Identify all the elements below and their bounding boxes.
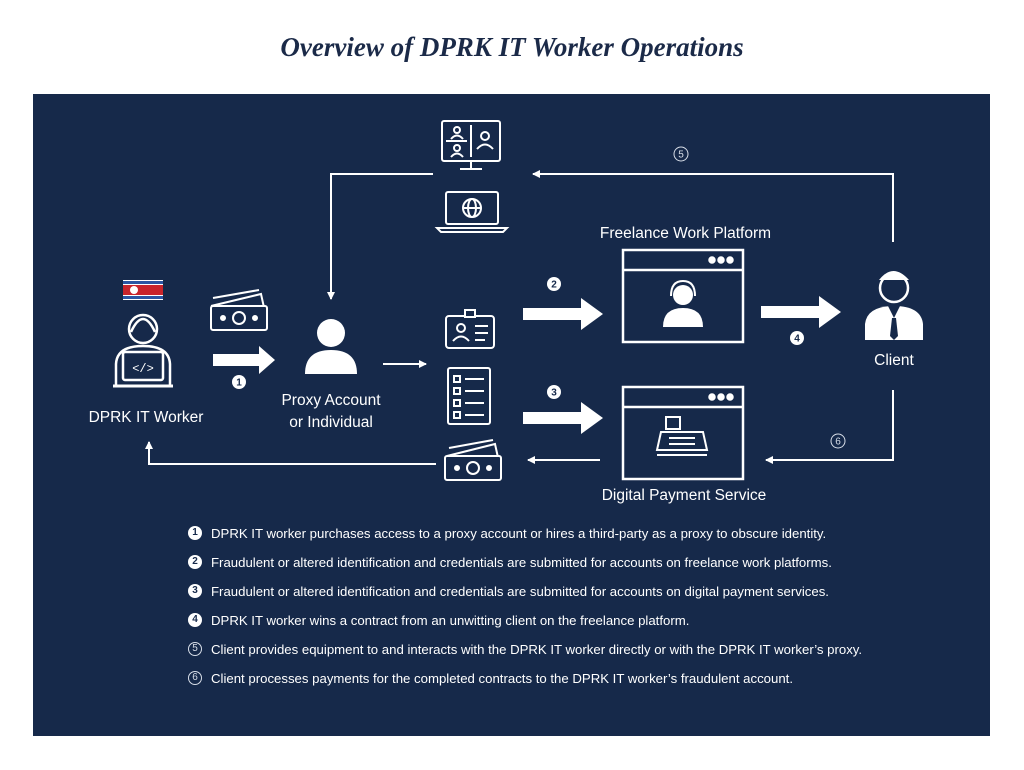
legend-text: Fraudulent or altered identification and… (211, 555, 832, 570)
legend-item: 3 Fraudulent or altered identification an… (188, 582, 968, 611)
worker-label: DPRK IT Worker (88, 409, 204, 426)
globe-laptop-icon (434, 191, 510, 233)
block-arrows (213, 296, 841, 434)
proxy-label: Proxy Account or Individual (281, 392, 381, 431)
step-1-arrow (213, 346, 275, 374)
legend-item: 2 Fraudulent or altered identification an… (188, 553, 968, 582)
diagram-panel: </> (33, 94, 990, 736)
step-badge-3: 3 (551, 388, 557, 399)
platform-label: Freelance Work Platform (599, 225, 772, 242)
cash-icon (210, 289, 268, 331)
browser-window-icon (621, 385, 745, 481)
step-badge-4: 4 (794, 334, 800, 345)
client-to-equipment-arrow (532, 170, 894, 242)
person-icon (305, 319, 357, 374)
legend-badge: 2 (188, 555, 202, 569)
client-to-payment-arrow (765, 390, 894, 464)
client-label: Client (874, 352, 914, 369)
legend-text: Client processes payments for the comple… (211, 671, 793, 686)
step-badge-2: 2 (551, 280, 557, 291)
video-call-monitor-icon (441, 120, 501, 170)
legend-text: Fraudulent or altered identification and… (211, 584, 829, 599)
browser-window-icon (621, 248, 745, 344)
businessman-icon (865, 271, 923, 340)
step-badge-6: 6 (835, 437, 841, 448)
cash-register-icon (655, 416, 709, 456)
flow-lines (145, 170, 894, 465)
step-4-arrow (761, 296, 841, 328)
cash-icon (444, 439, 502, 481)
north-korea-flag-icon (123, 280, 163, 300)
step-legend: 1 DPRK IT worker purchases access to a pr… (188, 524, 968, 698)
page-title: Overview of DPRK IT Worker Operations (280, 32, 744, 62)
id-card-icon (445, 309, 495, 349)
legend-badge: 5 (188, 642, 202, 656)
step-3-arrow (523, 402, 603, 434)
legend-text: Client provides equipment to and interac… (211, 642, 863, 657)
legend-item: 6 Client processes payments for the compl… (188, 669, 968, 698)
cash-to-worker-arrow (145, 441, 436, 465)
legend-badge: 6 (188, 671, 202, 685)
svg-text:</>: </> (132, 362, 154, 376)
support-agent-icon (663, 279, 703, 327)
hacker-laptop-icon: </> (113, 313, 173, 388)
diagram-step-badges: 1 2 3 4 5 6 (232, 146, 846, 449)
step-2-arrow (523, 298, 603, 330)
step-badge-5: 5 (678, 150, 684, 161)
legend-item: 5 Client provides equipment to and intera… (188, 640, 968, 669)
legend-text: DPRK IT worker wins a contract from an u… (211, 613, 690, 628)
payment-label: Digital Payment Service (601, 487, 767, 504)
legend-item: 4 DPRK IT worker wins a contract from an … (188, 611, 968, 640)
diagram-art: </> (113, 120, 923, 481)
legend-badge: 3 (188, 584, 202, 598)
checklist-icon (447, 367, 491, 425)
legend-badge: 1 (188, 526, 202, 540)
legend-badge: 4 (188, 613, 202, 627)
equipment-to-proxy-arrow (327, 173, 433, 300)
step-badge-1: 1 (236, 378, 242, 389)
legend-text: DPRK IT worker purchases access to a pro… (211, 526, 827, 541)
legend-item: 1 DPRK IT worker purchases access to a pr… (188, 524, 968, 553)
